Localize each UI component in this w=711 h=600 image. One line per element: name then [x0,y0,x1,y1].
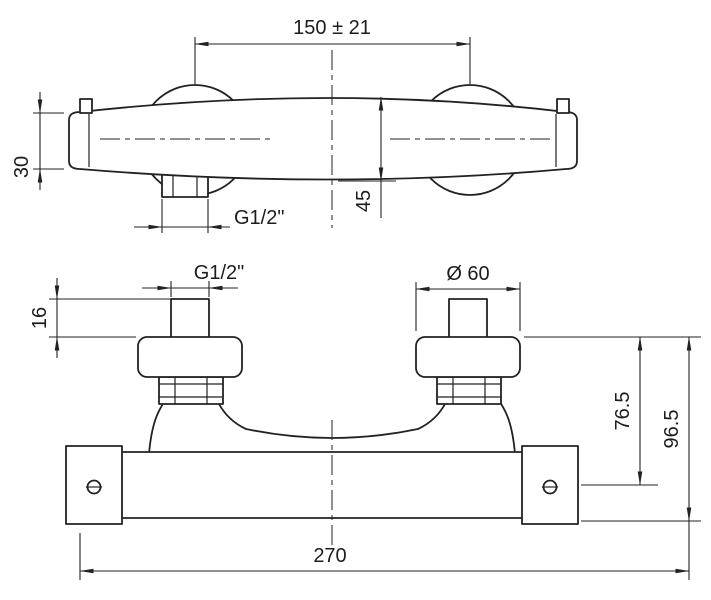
left-mount-nub [79,98,93,114]
top-view: 150 ± 21 30 45 G1/2" [11,17,578,233]
dimension-escutcheon-diameter: Ø 60 [415,263,521,331]
dimension-label: 76.5 [612,392,634,431]
right-mount-nub [556,98,570,114]
dimension-label: Ø 60 [446,263,489,285]
dimension-axis-height: 76.5 [524,336,701,486]
nut-outline [158,376,224,405]
dimension-label: 96.5 [661,410,683,449]
left-end-cap [65,445,123,525]
dimension-overall-height: 96.5 [581,336,701,522]
right-screw [542,479,558,495]
nut-outline [436,376,502,405]
front-view: G1/2" Ø 60 16 76.5 96.5 [29,262,701,580]
thread-size-front: G1/2" [142,262,244,297]
dimension-label: 150 ± 21 [293,17,371,39]
dimension-center-distance: 150 ± 21 [194,17,471,84]
thread-label: G1/2" [194,262,244,284]
thread-label: G1/2" [234,207,284,229]
body-outline-top [68,97,578,181]
dimension-label: 30 [11,156,33,178]
left-pipe-stub [170,298,210,340]
right-escutcheon [415,336,521,378]
dimension-label: 16 [29,307,51,329]
left-escutcheon [137,336,243,378]
left-screw [86,479,102,495]
dimension-label: 45 [353,190,375,212]
right-end-cap [521,445,579,525]
right-inlet-nut [436,376,502,405]
dimension-label: 270 [313,545,346,567]
dimension-body-diameter: 30 [11,92,64,190]
dimension-overall-width: 270 [79,521,690,580]
dimension-body-depth: 45 [338,96,396,218]
right-pipe-stub [448,298,488,340]
left-inlet-nut [158,376,224,405]
body-front [118,451,526,519]
thread-size-top: G1/2" [134,199,284,233]
dimension-nipple-exposure: 16 [29,278,171,358]
